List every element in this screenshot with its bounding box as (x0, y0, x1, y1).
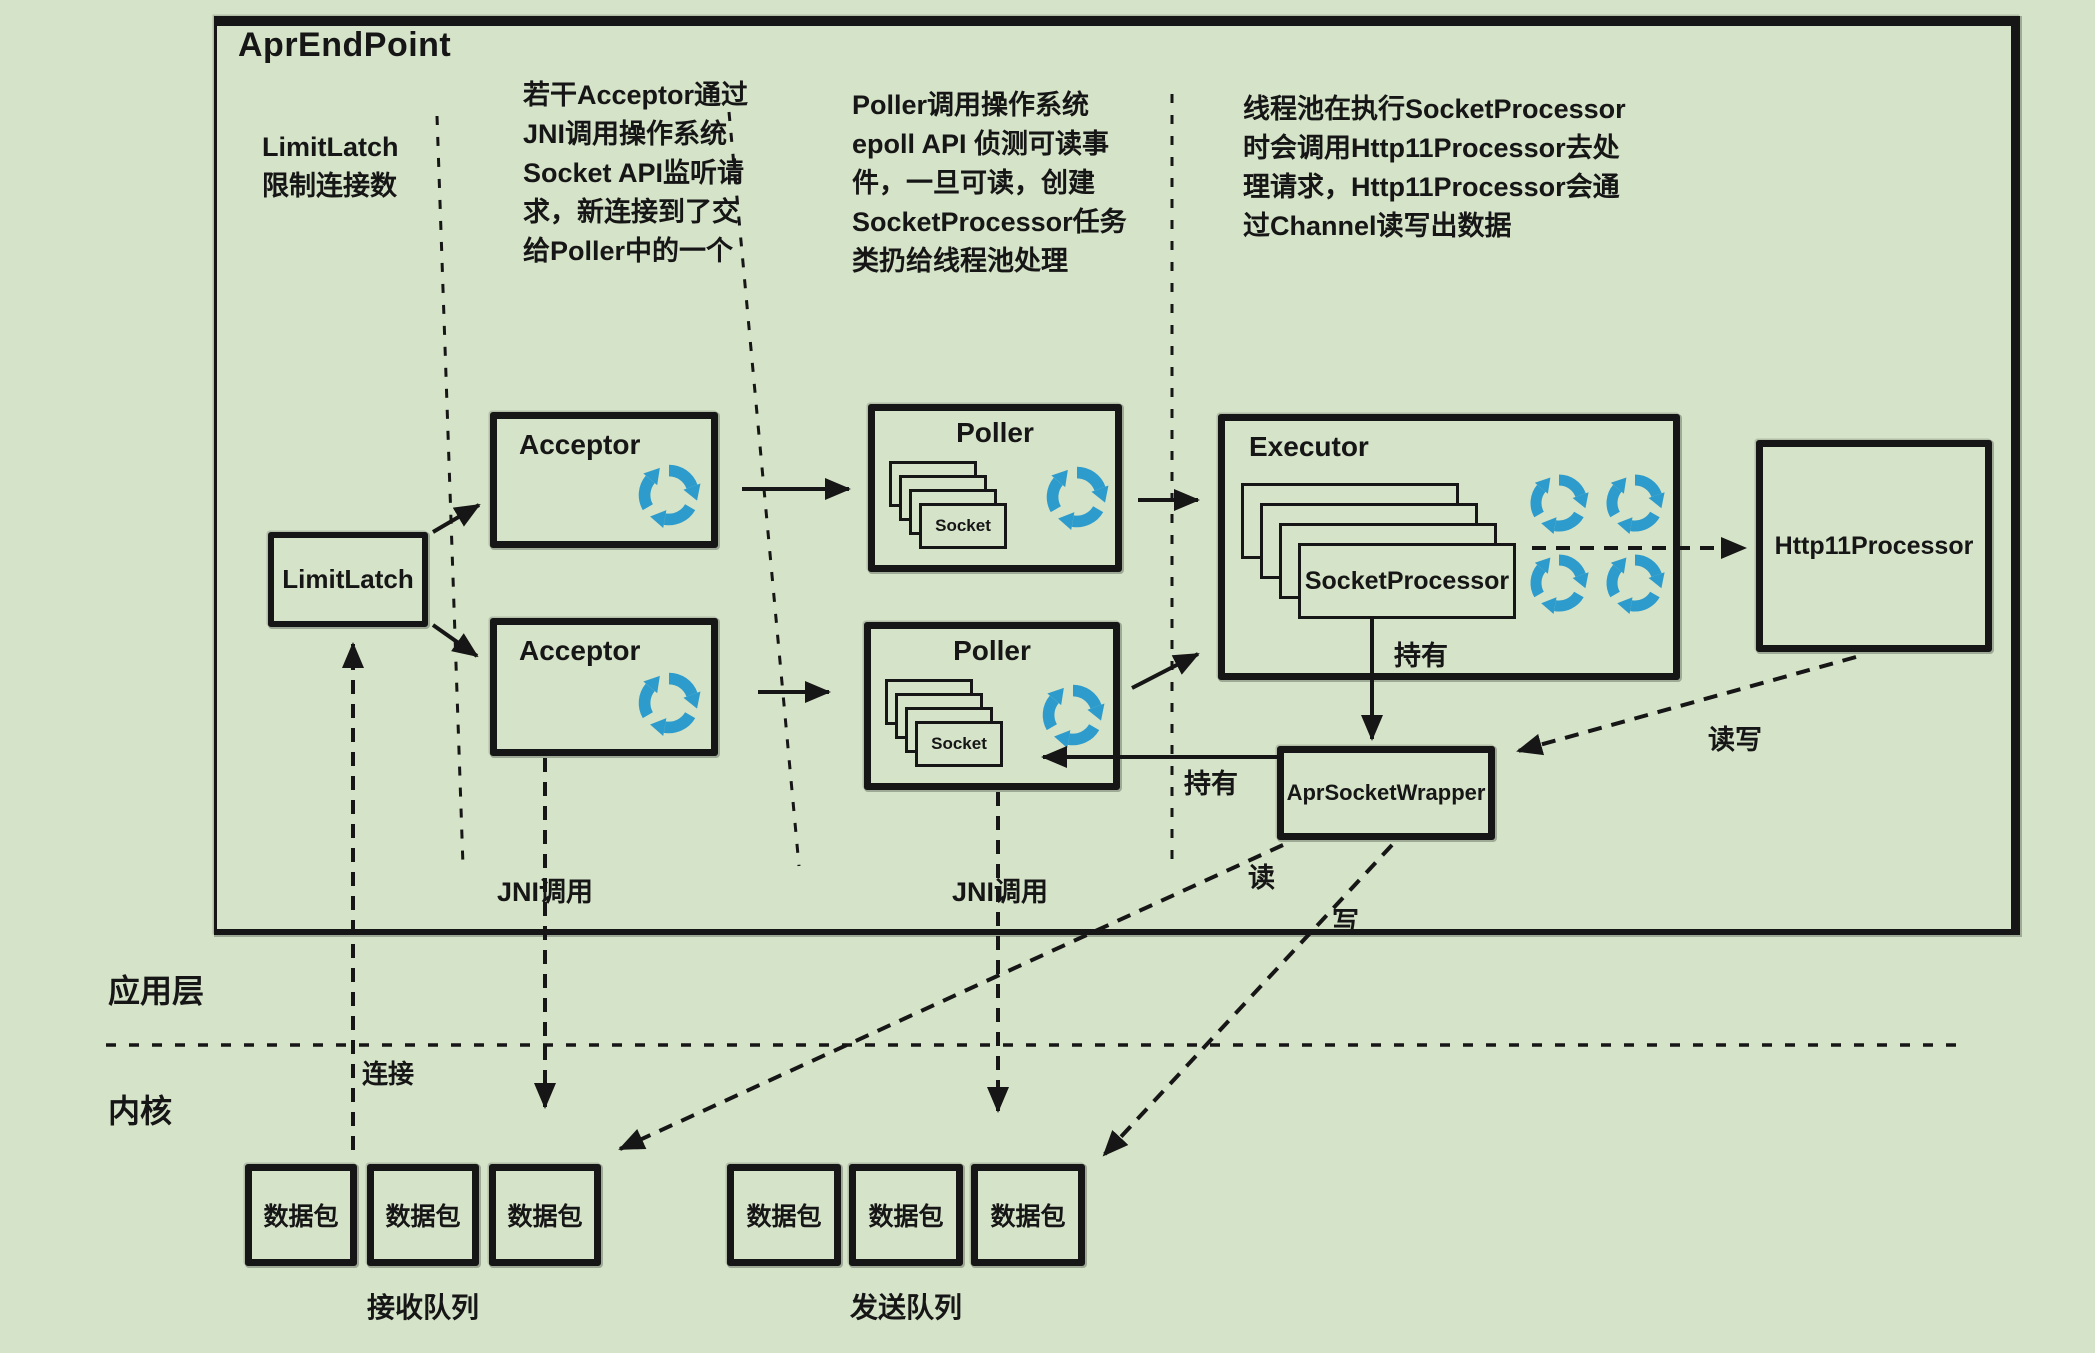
packet-box: 数据包 (727, 1164, 841, 1266)
jni-call-label: JNI调用 (496, 877, 594, 907)
socketprocessor-label: SocketProcessor (1304, 566, 1510, 595)
http11processor-label: Http11Processor (1774, 531, 1974, 560)
packet-box: 数据包 (971, 1164, 1085, 1266)
recycle-icon (1043, 463, 1111, 531)
recycle-icon (1527, 471, 1591, 535)
poller-label: Poller (953, 635, 1031, 666)
jni-call-label: JNI调用 (951, 877, 1049, 907)
packet-label: 数据包 (746, 1203, 822, 1231)
aprsocketwrapper-label: AprSocketWrapper (1286, 780, 1486, 805)
executor-box: Executor SocketProcessor (1218, 414, 1680, 680)
send-queue-label: 发送队列 (849, 1292, 963, 1323)
socket-stack: Socket (885, 679, 1009, 773)
hold-label: 持有 (1394, 641, 1448, 671)
packet-box: 数据包 (849, 1164, 963, 1266)
acceptor-box-top: Acceptor (490, 412, 718, 548)
recycle-icon (1527, 551, 1591, 615)
aprsocketwrapper-box: AprSocketWrapper (1277, 746, 1495, 840)
packet-label: 数据包 (868, 1203, 944, 1231)
limitlatch-label: LimitLatch (282, 564, 414, 594)
packet-box: 数据包 (489, 1164, 601, 1266)
packet-label: 数据包 (385, 1203, 461, 1231)
application-layer-label: 应用层 (108, 973, 205, 1009)
packet-label: 数据包 (263, 1203, 339, 1231)
hold-label: 持有 (1184, 769, 1238, 799)
write-label: 写 (1332, 907, 1359, 937)
socketprocessor-stack: SocketProcessor (1241, 483, 1521, 625)
http11processor-box: Http11Processor (1756, 440, 1992, 652)
packet-label: 数据包 (507, 1203, 583, 1231)
executor-label: Executor (1249, 431, 1369, 462)
recycle-icon (1039, 681, 1107, 749)
note-poller: Poller调用操作系统 epoll API 侦测可读事 件，一旦可读，创建 S… (852, 90, 1127, 276)
limitlatch-box: LimitLatch (268, 532, 428, 627)
socket-stack: Socket (889, 461, 1013, 555)
note-executor: 线程池在执行SocketProcessor 时会调用Http11Processo… (1243, 94, 1626, 241)
packet-box: 数据包 (245, 1164, 357, 1266)
poller-box-bottom: Poller Socket (864, 622, 1120, 790)
recycle-icon (635, 461, 703, 529)
acceptor-label: Acceptor (519, 429, 641, 460)
recycle-icon (1603, 551, 1667, 615)
acceptor-box-bottom: Acceptor (490, 618, 718, 756)
connect-label: 连接 (362, 1059, 415, 1089)
page-title: AprEndPoint (238, 26, 452, 64)
note-limitlatch: LimitLatch 限制连接数 (262, 132, 399, 201)
socket-label: Socket (935, 516, 991, 535)
packet-box: 数据包 (367, 1164, 479, 1266)
read-label: 读 (1248, 863, 1275, 893)
note-acceptor: 若干Acceptor通过 JNI调用操作系统 Socket API监听请 求，新… (523, 80, 749, 266)
receive-queue-label: 接收队列 (366, 1292, 480, 1323)
recycle-icon (635, 669, 703, 737)
read-write-label: 读写 (1708, 725, 1762, 755)
packet-label: 数据包 (990, 1203, 1066, 1231)
poller-label: Poller (956, 417, 1034, 448)
acceptor-label: Acceptor (519, 635, 641, 666)
socket-label: Socket (931, 734, 987, 753)
poller-box-top: Poller Socket (868, 404, 1122, 572)
recycle-icon (1603, 471, 1667, 535)
kernel-layer-label: 内核 (108, 1093, 173, 1129)
